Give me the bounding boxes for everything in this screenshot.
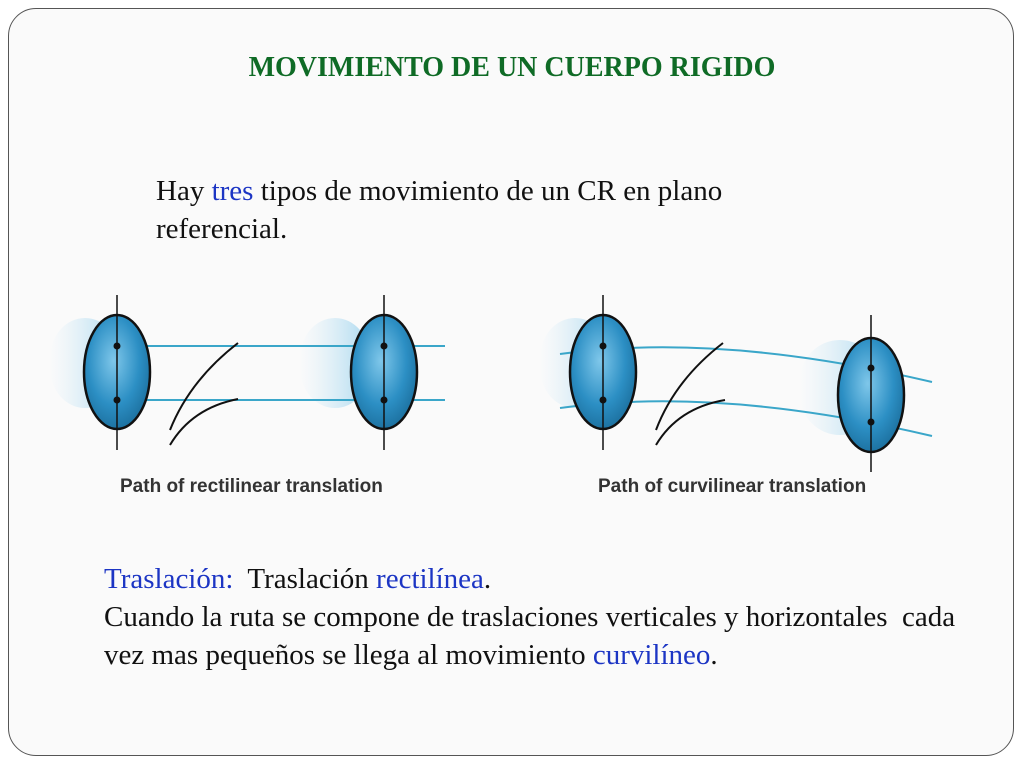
point-a: [867, 364, 875, 372]
right-caption: Path of curvilinear translation: [598, 476, 866, 497]
subtype-suffix: .: [483, 563, 492, 595]
trajectory-curve: [655, 342, 724, 431]
point-b: [113, 396, 121, 404]
intro-after: tipos de movimiento de un CR en plano re…: [156, 175, 723, 245]
end-suffix: .: [710, 639, 718, 671]
curvilinear-highlight: curvilíneo: [592, 639, 711, 671]
subtype-prefix: Traslación: [247, 563, 377, 595]
point-b: [599, 396, 607, 404]
translation-label: Traslación:: [104, 563, 234, 595]
subtype-highlight: rectilínea: [376, 563, 484, 595]
label-gap: [233, 563, 247, 595]
point-a: [599, 342, 607, 350]
trajectory-curve: [169, 342, 239, 431]
body-text: Traslación: Traslación rectilínea.Cuando…: [104, 560, 984, 674]
point-b: [867, 418, 875, 426]
rectilinear-panel: Path of rectilinear translation: [50, 295, 445, 497]
intro-text: Hay tres tipos de movimiento de un CR en…: [156, 172, 856, 248]
left-caption: Path of rectilinear translation: [120, 476, 383, 497]
curvilinear-panel: Path of curvilinear translation: [540, 295, 933, 497]
point-b: [380, 396, 388, 404]
trajectory-curve: [169, 398, 239, 446]
intro-before: Hay: [156, 175, 212, 207]
trajectory-curve: [655, 399, 726, 446]
translation-diagram-svg: Path of rectilinear translation Path of …: [50, 295, 933, 497]
translation-diagram: Path of rectilinear translation Path of …: [20, 280, 1020, 510]
intro-highlight: tres: [211, 175, 254, 207]
paragraph-text: Cuando la ruta se compone de traslacione…: [104, 601, 963, 671]
point-a: [380, 342, 388, 350]
slide-title: MOVIMIENTO DE UN CUERPO RIGIDO: [248, 52, 776, 83]
point-a: [113, 342, 121, 350]
